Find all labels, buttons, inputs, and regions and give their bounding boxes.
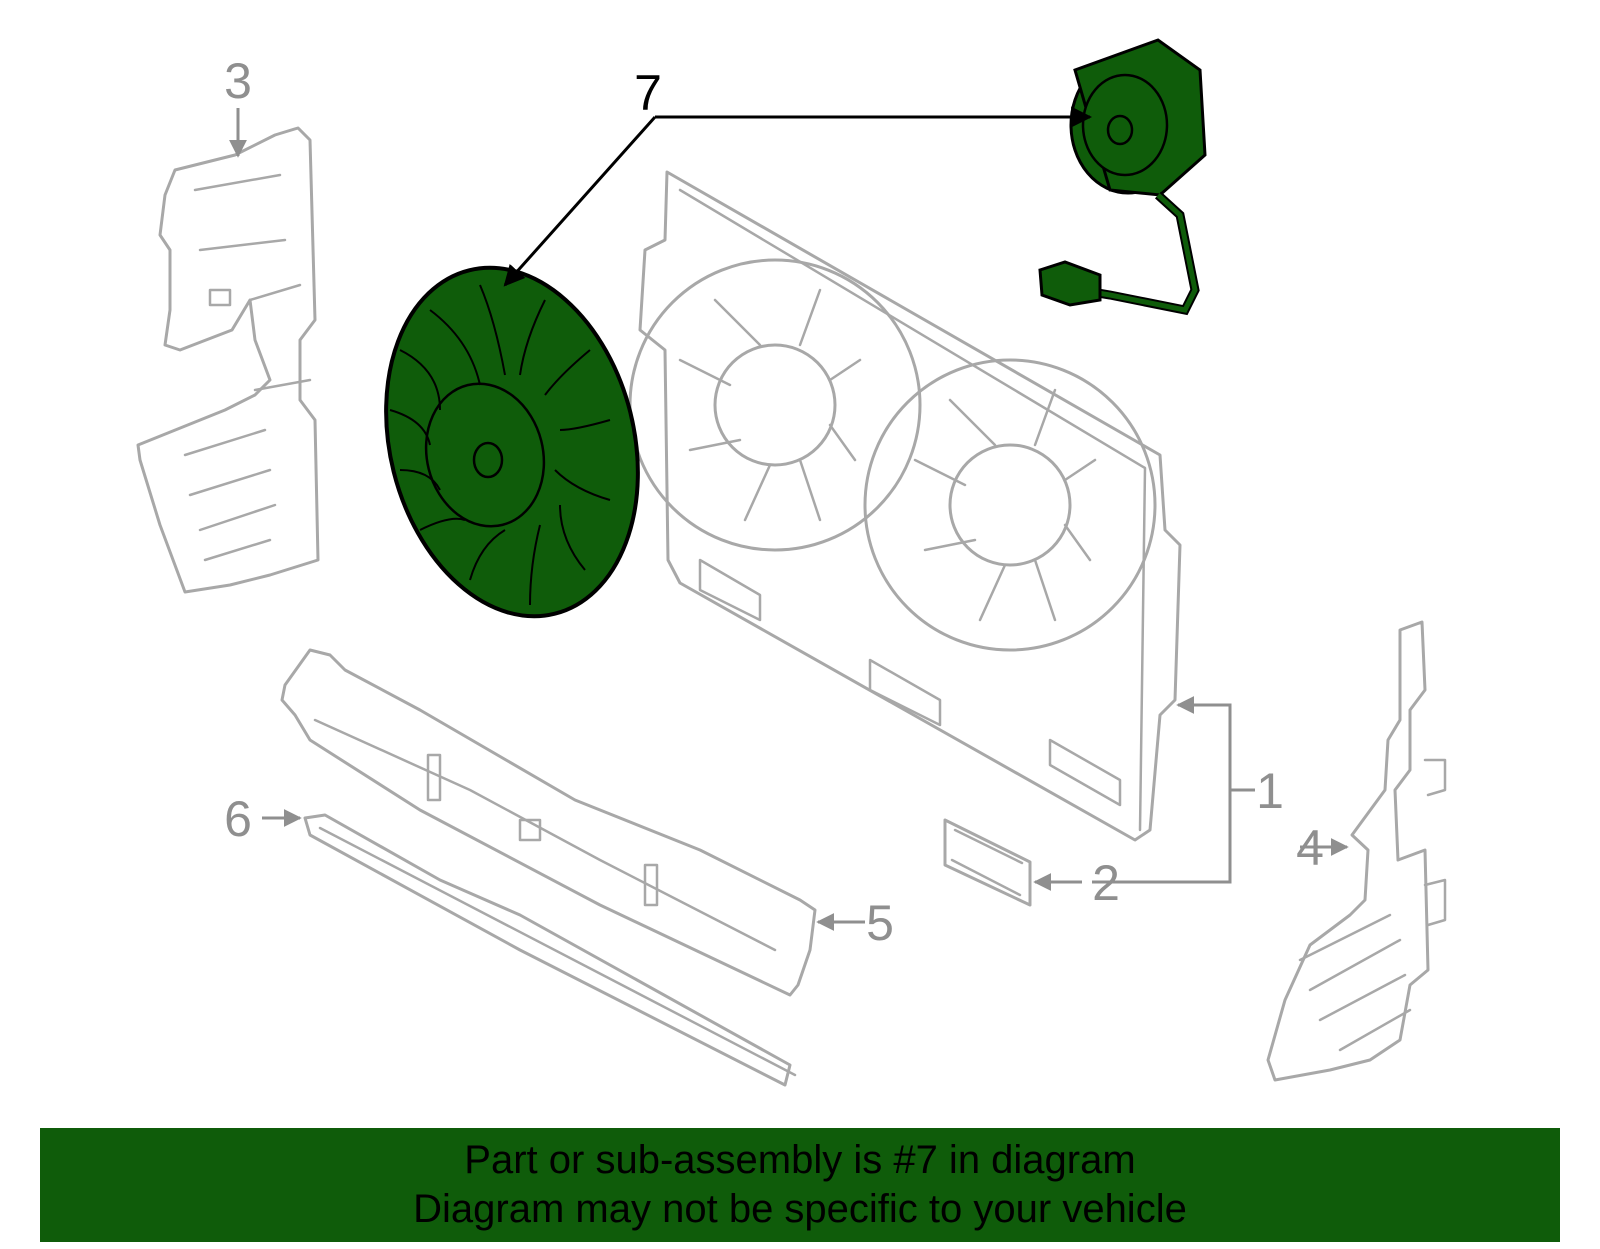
part-1-fan-shroud: [628, 170, 1182, 842]
callout-2-label: 2: [1092, 855, 1120, 911]
callout-1-label: 1: [1256, 763, 1284, 819]
callout-3-label: 3: [224, 53, 252, 109]
part-7-fan-blade: [384, 265, 640, 619]
callout-6-label: 6: [224, 791, 252, 847]
part-4-right-deflector: [1266, 620, 1447, 1082]
callout-4-label: 4: [1296, 820, 1324, 876]
diagram-disclaimer-banner: Part or sub-assembly is #7 in diagram Di…: [40, 1128, 1560, 1242]
part-2-bracket-plate: [943, 818, 1032, 907]
banner-line-2: Diagram may not be specific to your vehi…: [413, 1187, 1187, 1231]
part-6-seal-strip: [303, 813, 797, 1087]
banner-line-1: Part or sub-assembly is #7 in diagram: [464, 1138, 1136, 1182]
part-7-fan-motor: [1038, 38, 1207, 316]
callout-7-label: 7: [634, 65, 662, 121]
part-3-left-deflector: [136, 126, 320, 594]
part-5-lower-support: [280, 648, 817, 997]
callout-lines: [229, 106, 1349, 931]
callout-5-label: 5: [866, 895, 894, 951]
